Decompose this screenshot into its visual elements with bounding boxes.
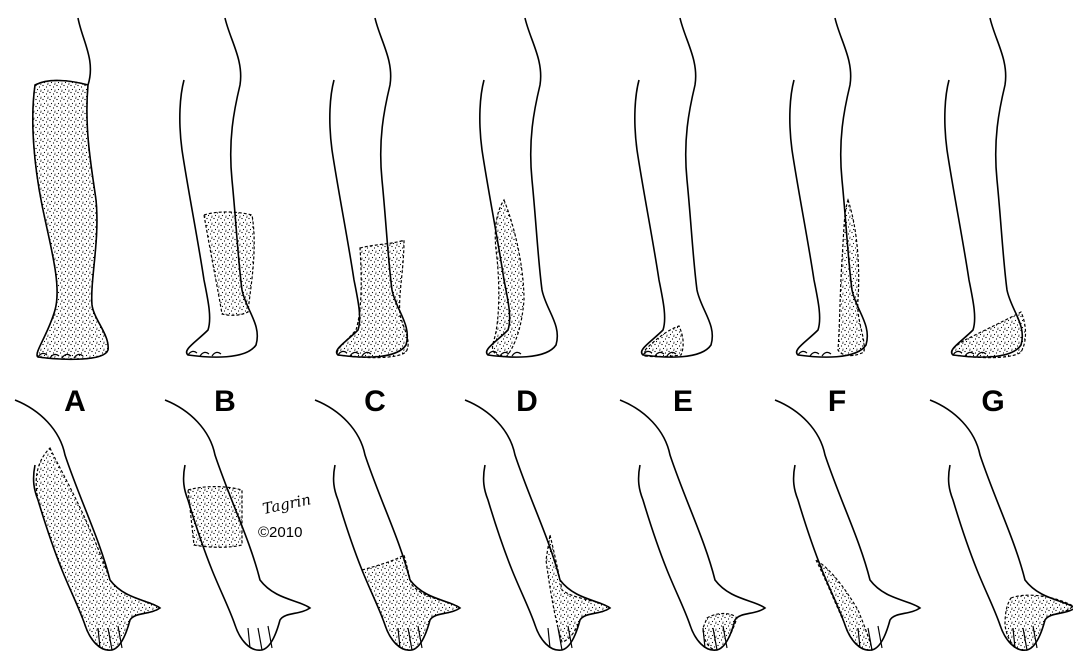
copyright-notice: ©2010	[258, 524, 302, 541]
panel-label-d: D	[497, 384, 557, 420]
panel-g-arm-shading	[1005, 595, 1073, 650]
panel-f	[775, 18, 920, 650]
panel-a	[15, 18, 160, 650]
panel-g	[930, 18, 1073, 650]
panel-label-e: E	[653, 384, 713, 420]
panel-b	[165, 18, 310, 650]
panel-label-a: A	[45, 384, 105, 420]
panel-e-leg	[635, 18, 713, 357]
panel-label-c: C	[345, 384, 405, 420]
panel-d	[465, 18, 610, 650]
panel-label-f: F	[807, 384, 867, 420]
panel-f-arm-shading	[816, 560, 872, 650]
panel-d-leg-shading	[493, 200, 525, 357]
panel-label-b: B	[195, 384, 255, 420]
panel-g-leg	[945, 18, 1023, 357]
panel-e-arm	[620, 400, 765, 650]
panel-e	[620, 18, 765, 650]
panel-c	[315, 18, 460, 650]
panel-b-leg-shading	[204, 212, 254, 315]
panel-b-arm-shading	[188, 487, 242, 548]
panel-label-g: G	[963, 384, 1023, 420]
